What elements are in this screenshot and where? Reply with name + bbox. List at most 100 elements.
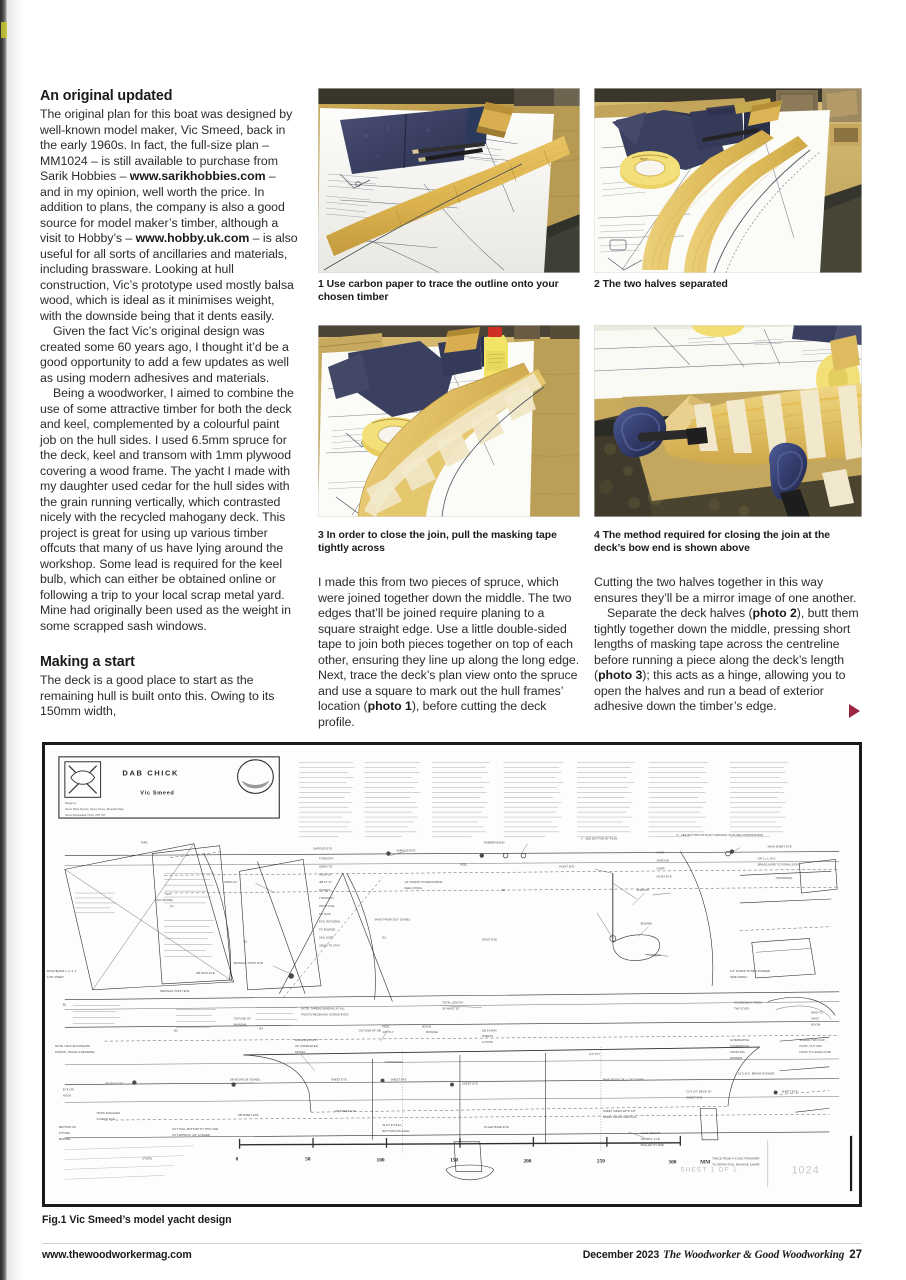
- svg-text:HOIST EYE,: HOIST EYE,: [319, 904, 335, 908]
- plan-designer: Vic Smeed: [140, 790, 174, 796]
- svg-text:MAIN BOOM 1/4" x 1/8" DOWEL: MAIN BOOM 1/4" x 1/8" DOWEL: [603, 1078, 645, 1082]
- svg-text:IN DECK EYE: IN DECK EYE: [97, 1117, 115, 1121]
- scale-tick-50: 50: [305, 1157, 311, 1163]
- svg-text:HOIST EYE: HOIST EYE: [559, 864, 574, 868]
- photo-3-caption: 3 In order to close the join, pull the m…: [318, 529, 568, 555]
- svg-text:SHOWN, TRACE & REVERSE: SHOWN, TRACE & REVERSE: [55, 1050, 95, 1054]
- photo-2-number: 2: [594, 279, 600, 290]
- svg-text:X - SEE BOTTOM OF PLAN: X - SEE BOTTOM OF PLAN: [581, 837, 617, 841]
- svg-text:SHEET SIDES WITH 1/8": SHEET SIDES WITH 1/8": [603, 1109, 636, 1113]
- scale-tick-250: 250: [597, 1159, 605, 1165]
- figure-caption-text: Vic Smeed’s model yacht design: [69, 1214, 232, 1226]
- scan-spine-strip: [0, 0, 7, 1280]
- svg-text:JIB BOOM 1/8" DOWEL: JIB BOOM 1/8" DOWEL: [230, 1078, 261, 1082]
- photo-4: SHEET 1 OF: [594, 325, 862, 517]
- photo-2-caption-text: The two halves separated: [602, 279, 728, 290]
- svg-text:TRACE FROM X-X AND TRANSFER: TRACE FROM X-X AND TRANSFER: [712, 1157, 759, 1161]
- svg-text:HEAD OF: HEAD OF: [319, 872, 332, 876]
- svg-text:FORESTAY: FORESTAY: [319, 857, 334, 861]
- svg-text:BOWSIE: BOWSIE: [641, 922, 653, 926]
- svg-text:OF COMPLETED: OF COMPLETED: [295, 1044, 318, 1048]
- svg-text:CUT HULL BOTTOM TO THIS LINE: CUT HULL BOTTOM TO THIS LINE: [172, 1127, 218, 1131]
- svg-text:tape: tape: [640, 156, 649, 161]
- svg-text:SHEETS: SHEETS: [482, 1034, 494, 1038]
- svg-text:HOIST EYE: HOIST EYE: [482, 937, 497, 941]
- svg-text:JIB TACK EYE: JIB TACK EYE: [105, 1082, 124, 1086]
- svg-text:SEWN TO STAY: SEWN TO STAY: [319, 943, 340, 947]
- svg-text:HOOK TO LEAVE STUB: HOOK TO LEAVE STUB: [799, 1050, 830, 1054]
- continuation-arrow-icon: [849, 704, 860, 718]
- svg-text:JIB TACK EYE: JIB TACK EYE: [196, 971, 215, 975]
- svg-text:HOOK: HOOK: [653, 953, 662, 957]
- link-sarik-hobbies[interactable]: www.sarikhobbies.com: [129, 169, 266, 183]
- photo-1-caption-text: Use carbon paper to trace the outline on…: [318, 279, 559, 304]
- svg-text:1/16" SHEET: 1/16" SHEET: [47, 975, 64, 979]
- link-hobbys[interactable]: www.hobby.uk.com: [135, 231, 250, 245]
- svg-text:SEWN TO: SEWN TO: [319, 864, 333, 868]
- photo-3-caption-text: In order to close the join, pull the mas…: [318, 530, 557, 555]
- svg-text:THROUGH: THROUGH: [319, 896, 334, 900]
- svg-text:SHEET EYE: SHEET EYE: [390, 1078, 406, 1082]
- svg-text:SHEET EYE: SHEET EYE: [782, 1089, 798, 1093]
- svg-text:TWO EYES: TWO EYES: [734, 1007, 749, 1011]
- plan-sheet-info: SHEET 1 OF 1 1024: [680, 1135, 853, 1192]
- photo-4-caption: 4 The method required for closing the jo…: [594, 529, 856, 555]
- svg-text:MAST: MAST: [811, 1016, 819, 1020]
- photo-4-number: 4: [594, 530, 600, 541]
- article-column-middle: I made this from two pieces of spruce, w…: [318, 575, 580, 730]
- plan-title: DAB CHICK: [122, 769, 179, 778]
- photo-3-image: [318, 325, 580, 517]
- scale-tick-0: 0: [236, 1157, 239, 1163]
- svg-text:18 S.W.G. BRASS RUDDER: 18 S.W.G. BRASS RUDDER: [738, 1072, 775, 1076]
- photo-3: [318, 325, 580, 517]
- photo-1-caption: 1 Use carbon paper to trace the outline …: [318, 278, 568, 304]
- paragraph-timber-choice: Being a woodworker, I aimed to combine t…: [40, 386, 294, 633]
- svg-text:SHEET EYE: SHEET EYE: [686, 1095, 702, 1099]
- svg-text:EYE, RETURNS: EYE, RETURNS: [319, 920, 340, 924]
- scale-tick-100: 100: [377, 1158, 385, 1164]
- svg-text:STERN: STERN: [142, 1157, 152, 1161]
- paragraph-intro-part3: – is also useful for all sorts of ancill…: [40, 231, 298, 323]
- footer-website[interactable]: www.thewoodworkermag.com: [42, 1249, 192, 1261]
- svg-text:1/4" SCRAP TO REINFORCE: 1/4" SCRAP TO REINFORCE: [404, 880, 442, 884]
- svg-text:BULKHEADS 1, 2, 3, 4: BULKHEADS 1, 2, 3, 4: [47, 969, 77, 973]
- svg-text:1/8" PLY: 1/8" PLY: [383, 1030, 394, 1034]
- svg-text:ALTERNATIVE: ALTERNATIVE: [730, 1038, 749, 1042]
- svg-text:FEEL: FEEL: [460, 862, 468, 866]
- plan-sail-outlines: [64, 843, 393, 1002]
- svg-text:B1: B1: [383, 935, 387, 939]
- svg-text:1/4" PLY: 1/4" PLY: [589, 1052, 600, 1056]
- figure-caption: Fig.1 Vic Smeed’s model yacht design: [42, 1214, 232, 1226]
- svg-text:TAPE: TAPE: [140, 841, 147, 845]
- svg-text:BALANCE POINT: BALANCE POINT: [295, 1038, 318, 1042]
- svg-text:BOWSIE: BOWSIE: [426, 1030, 438, 1034]
- svg-text:SHEET GRAIN VERTICAL: SHEET GRAIN VERTICAL: [603, 1115, 638, 1119]
- paragraph-separate-halves: Separate the deck halves (photo 2), butt…: [594, 606, 862, 715]
- svg-text:METHOD OF: METHOD OF: [59, 1125, 76, 1129]
- figure-label: Fig.1: [42, 1214, 67, 1226]
- plan-credit-line2: Hemel Hempstead, Herts, HP2 7ST: [65, 813, 106, 817]
- svg-text:NOTE: HALF BULKHEADS: NOTE: HALF BULKHEADS: [55, 1044, 90, 1048]
- svg-text:OUTLINE OF: OUTLINE OF: [234, 1016, 251, 1020]
- footer-page-number: 27: [849, 1248, 862, 1261]
- svg-text:HOOK ENGAGES: HOOK ENGAGES: [97, 1111, 121, 1115]
- svg-text:PASSES: PASSES: [319, 888, 330, 892]
- footer-magazine-title: The Woodworker & Good Woodworking: [663, 1249, 845, 1261]
- svg-text:OR 1 x L.W.G.: OR 1 x L.W.G.: [758, 857, 777, 861]
- paragraph-separate-halves-part2: ), butt them tightly together down the m…: [594, 606, 859, 682]
- plan-title-block: DAB CHICK Vic Smeed Design by Nexus Plan…: [58, 756, 280, 819]
- svg-text:RUDDER: RUDDER: [730, 1056, 742, 1060]
- svg-text:COUPLING: COUPLING: [730, 1050, 746, 1054]
- svg-text:CUT 1/4" DECK TO: CUT 1/4" DECK TO: [686, 1089, 712, 1093]
- svg-text:MAINSAIL: MAINSAIL: [234, 1022, 248, 1026]
- plan-bottom-left-lines: [64, 1145, 194, 1180]
- svg-text:BRASS WIRE TO FORM LOOPS: BRASS WIRE TO FORM LOOPS: [758, 862, 801, 866]
- svg-text:SAIL SUFF: SAIL SUFF: [319, 935, 334, 939]
- paragraph-deck-construction-part1: I made this from two pieces of spruce, w…: [318, 575, 580, 713]
- svg-text:JIB SHEET EYE: JIB SHEET EYE: [335, 1109, 356, 1113]
- figure-plan-drawing: DAB CHICK Vic Smeed Design by Nexus Plan…: [42, 742, 862, 1207]
- svg-text:TO TACK: TO TACK: [319, 912, 331, 916]
